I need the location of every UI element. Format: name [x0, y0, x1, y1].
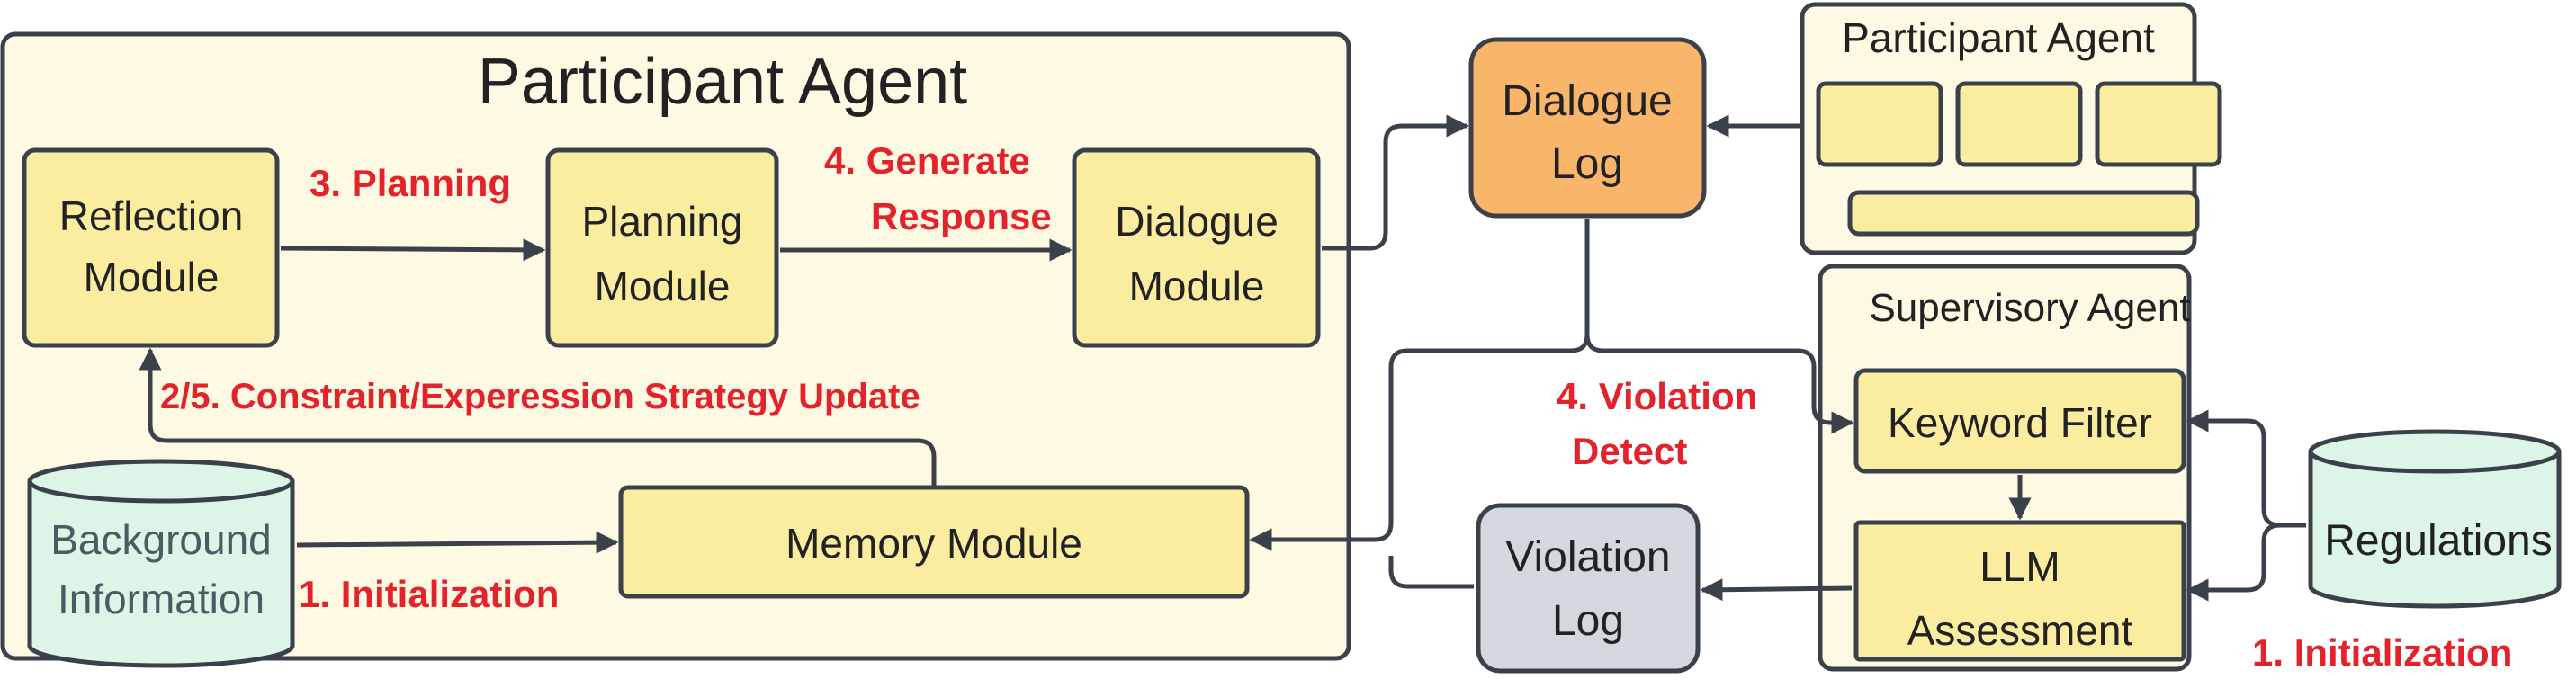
dialogue-module: Dialogue Module [1072, 147, 1321, 348]
edge-memory-to-reflection [139, 347, 937, 487]
edge-regulations-to-llm [2186, 523, 2281, 602]
other-participant-title: Participant Agent [1842, 14, 2155, 61]
step-strategy-update: 2/5. Constraint/Experession Strategy Upd… [160, 377, 920, 416]
participant-slot-wide [1847, 190, 2200, 237]
supervisory-agent-title: Supervisory Agent [1869, 286, 2190, 330]
violation-log: Violation Log [1476, 503, 1701, 674]
edge-regulations-to-keyword-filter [2186, 409, 2306, 528]
svg-text:Log: Log [1552, 597, 1624, 645]
participant-slot [2095, 81, 2222, 167]
step-initialization-left: 1. Initialization [299, 573, 559, 615]
other-participant-agent: Participant Agent [1800, 2, 2222, 255]
svg-text:Reflection: Reflection [59, 192, 244, 239]
step-initialization-right: 1. Initialization [2252, 631, 2512, 674]
svg-text:Assessment: Assessment [1907, 607, 2133, 654]
step-violation-detect-2: Detect [1572, 430, 1687, 472]
participant-slot [1816, 81, 1943, 167]
step-labels: 3. Planning 4. Generate Response 2/5. Co… [160, 139, 2512, 674]
edge-llm-to-violation-log [1700, 578, 1853, 602]
svg-text:Dialogue: Dialogue [1502, 77, 1672, 125]
edge-dialogue-module-to-log [1322, 114, 1469, 251]
reflection-module: Reflection Module [22, 147, 280, 348]
edges [139, 114, 2306, 602]
step-violation-detect-1: 4. Violation [1557, 375, 1757, 417]
step-planning: 3. Planning [310, 162, 511, 204]
svg-text:Module: Module [1129, 263, 1265, 309]
regulations-database: Regulations [2308, 429, 2562, 609]
svg-text:Log: Log [1551, 140, 1623, 188]
edge-background-to-memory [296, 531, 619, 554]
svg-text:Module: Module [595, 263, 731, 309]
edge-reflection-to-planning [280, 238, 546, 262]
svg-text:Background: Background [50, 516, 272, 563]
step-generate-response-2: Response [871, 195, 1052, 237]
svg-text:Memory Module: Memory Module [785, 520, 1082, 567]
llm-assessment: LLM Assessment [1853, 520, 2186, 662]
participant-slot [1955, 81, 2083, 167]
svg-text:Information: Information [58, 576, 265, 622]
edge-violation-log-to-memory [1388, 556, 1474, 589]
svg-text:Regulations: Regulations [2324, 517, 2553, 565]
svg-text:Violation: Violation [1505, 533, 1670, 581]
svg-text:Keyword Filter: Keyword Filter [1888, 399, 2152, 446]
edge-dialogue-log-to-keyword-filter [1584, 219, 1854, 434]
dialogue-log: Dialogue Log [1468, 37, 1707, 219]
svg-text:LLM: LLM [1979, 543, 2060, 590]
participant-agent-title: Participant Agent [478, 46, 967, 118]
svg-text:Dialogue: Dialogue [1115, 198, 1279, 245]
planning-module: Planning Module [545, 147, 779, 348]
keyword-filter: Keyword Filter [1853, 368, 2186, 474]
step-generate-response-1: 4. Generate [824, 139, 1030, 182]
svg-text:Module: Module [84, 254, 220, 300]
background-information-database: Background Information [27, 459, 295, 668]
svg-text:Planning: Planning [581, 198, 742, 245]
edge-dialogue-log-to-memory [1249, 334, 1590, 551]
memory-module: Memory Module [618, 485, 1250, 599]
